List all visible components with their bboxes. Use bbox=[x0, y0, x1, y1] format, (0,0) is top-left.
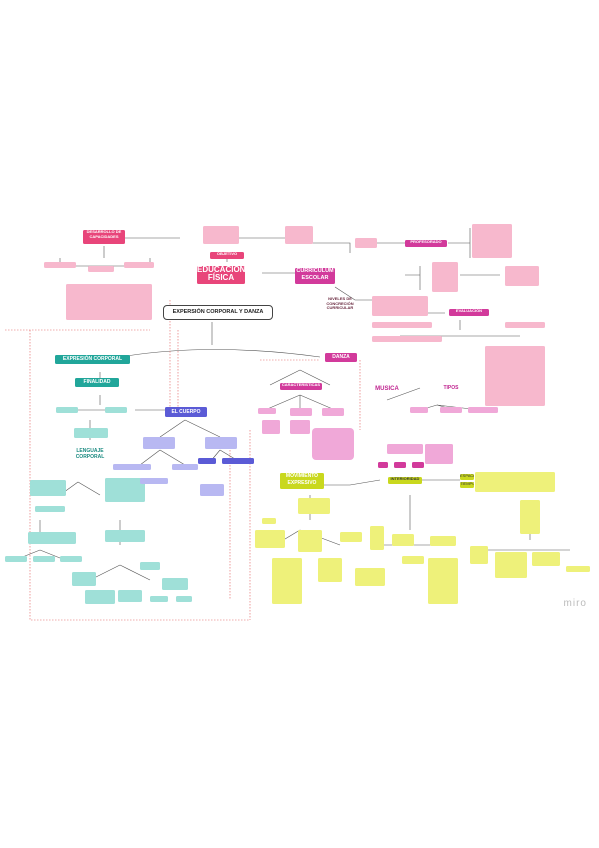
node-profesorado[interactable]: PROFESORADO bbox=[405, 240, 447, 247]
node-violet-5 bbox=[198, 458, 216, 464]
node-teal-9 bbox=[60, 556, 82, 562]
node-lenguaje-corporal[interactable]: LENGUAJE CORPORAL bbox=[75, 448, 105, 460]
node-lime-17 bbox=[495, 552, 527, 578]
node-lime-11 bbox=[392, 534, 414, 546]
node-violet-1 bbox=[143, 437, 175, 449]
node-teal-11 bbox=[105, 530, 145, 542]
node-lime-9 bbox=[318, 558, 342, 582]
node-teal-2 bbox=[105, 407, 127, 413]
node-teal-5 bbox=[35, 506, 65, 512]
node-teal-4 bbox=[30, 480, 66, 496]
node-lime-6 bbox=[340, 532, 362, 542]
node-teal-6 bbox=[28, 532, 76, 544]
node-lime-8 bbox=[272, 558, 302, 604]
node-teal-14 bbox=[118, 590, 142, 602]
node-objetivo[interactable]: OBJETIVO bbox=[210, 252, 244, 259]
node-lime-5 bbox=[298, 530, 322, 552]
node-caracteristicas[interactable]: CARACTERÍSTICAS bbox=[280, 383, 322, 390]
node-curriculum-escolar[interactable]: CURRÍCULUM ESCOLAR bbox=[295, 268, 335, 284]
node-teal-13 bbox=[85, 590, 115, 604]
node-lime-4 bbox=[255, 530, 285, 548]
node-lime-1 bbox=[475, 472, 555, 492]
node-lime-2 bbox=[298, 498, 330, 514]
node-magenta-2 bbox=[290, 408, 312, 416]
node-lime-12 bbox=[402, 556, 424, 564]
node-pink-9 bbox=[372, 296, 428, 316]
node-pink-7 bbox=[432, 262, 458, 292]
node-el-cuerpo[interactable]: EL CUERPO bbox=[165, 407, 207, 417]
node-teal-8 bbox=[33, 556, 55, 562]
node-expresion-corporal[interactable]: EXPRESIÓN CORPORAL bbox=[55, 355, 130, 364]
node-tiempo[interactable]: TIEMPO bbox=[460, 482, 474, 488]
node-expresion-corporal-danza[interactable]: EXPERSIÓN CORPORAL Y DANZA bbox=[163, 305, 273, 320]
node-magenta-10 bbox=[387, 444, 423, 454]
node-magenta-13 bbox=[394, 462, 406, 468]
node-violet-6 bbox=[222, 458, 254, 464]
node-pink-2 bbox=[88, 266, 114, 272]
node-violet-8 bbox=[200, 484, 224, 496]
node-teal-12 bbox=[72, 572, 96, 586]
node-lime-10 bbox=[355, 568, 385, 586]
node-pink-12 bbox=[505, 322, 545, 328]
node-pink-6 bbox=[472, 224, 512, 258]
node-pink-top-center bbox=[203, 226, 239, 244]
node-violet-7 bbox=[140, 478, 168, 484]
node-lime-13 bbox=[430, 536, 456, 546]
node-lime-15 bbox=[520, 500, 540, 534]
node-lime-14 bbox=[428, 558, 458, 604]
node-desarrollo-capacidades[interactable]: DESARROLLO DE CAPACIDADES bbox=[83, 230, 125, 244]
node-teal-1 bbox=[56, 407, 78, 413]
node-magenta-3 bbox=[322, 408, 344, 416]
node-movimiento-expresivo[interactable]: MOVIMIENTO EXPRESIVO bbox=[280, 473, 324, 489]
node-lime-16 bbox=[470, 546, 488, 564]
node-pink-11 bbox=[372, 336, 442, 342]
node-finalidad[interactable]: FINALIDAD bbox=[75, 378, 119, 387]
node-magenta-4 bbox=[262, 420, 280, 434]
node-pink-3 bbox=[124, 262, 154, 268]
node-magenta-11 bbox=[425, 444, 453, 464]
node-teal-10 bbox=[105, 478, 145, 502]
node-teal-3 bbox=[74, 428, 108, 438]
node-lime-7 bbox=[370, 526, 384, 550]
node-pink-10 bbox=[372, 322, 432, 328]
node-interioridad[interactable]: INTERIORIDAD bbox=[388, 477, 422, 484]
node-pink-5 bbox=[355, 238, 377, 248]
node-teal-7 bbox=[5, 556, 27, 562]
node-lime-3 bbox=[262, 518, 276, 524]
node-pink-block bbox=[66, 284, 152, 320]
node-musica[interactable]: MÚSICA bbox=[375, 386, 399, 392]
node-educacion-fisica[interactable]: EDUCACIÓN FÍSICA bbox=[197, 266, 245, 284]
node-magenta-8 bbox=[440, 407, 462, 413]
node-magenta-6 bbox=[312, 428, 354, 460]
node-magenta-5 bbox=[290, 420, 310, 434]
node-magenta-1 bbox=[258, 408, 276, 414]
node-violet-2 bbox=[205, 437, 237, 449]
node-evaluacion[interactable]: EVALUACIÓN bbox=[449, 309, 489, 316]
node-teal-18 bbox=[176, 596, 192, 602]
node-tipos[interactable]: TIPOS bbox=[443, 385, 459, 391]
node-teal-16 bbox=[162, 578, 188, 590]
node-pink-8 bbox=[505, 266, 539, 286]
node-violet-3 bbox=[113, 464, 151, 470]
node-magenta-14 bbox=[412, 462, 424, 468]
node-danza[interactable]: DANZA bbox=[325, 353, 357, 362]
node-magenta-12 bbox=[378, 462, 388, 468]
node-teal-15 bbox=[140, 562, 160, 570]
node-teal-17 bbox=[150, 596, 168, 602]
node-magenta-7 bbox=[410, 407, 428, 413]
node-niveles-concrecion[interactable]: NIVELES DE CONCRECIÓN CURRICULAR bbox=[326, 297, 354, 311]
node-magenta-9 bbox=[468, 407, 498, 413]
node-violet-4 bbox=[172, 464, 198, 470]
watermark-logo: miro bbox=[563, 598, 587, 609]
node-espacio[interactable]: ESPACIO bbox=[460, 474, 474, 480]
node-pink-4 bbox=[285, 226, 313, 244]
node-pink-1 bbox=[44, 262, 76, 268]
node-lime-18 bbox=[532, 552, 560, 566]
node-lime-19 bbox=[566, 566, 590, 572]
node-pink-13 bbox=[485, 346, 545, 406]
